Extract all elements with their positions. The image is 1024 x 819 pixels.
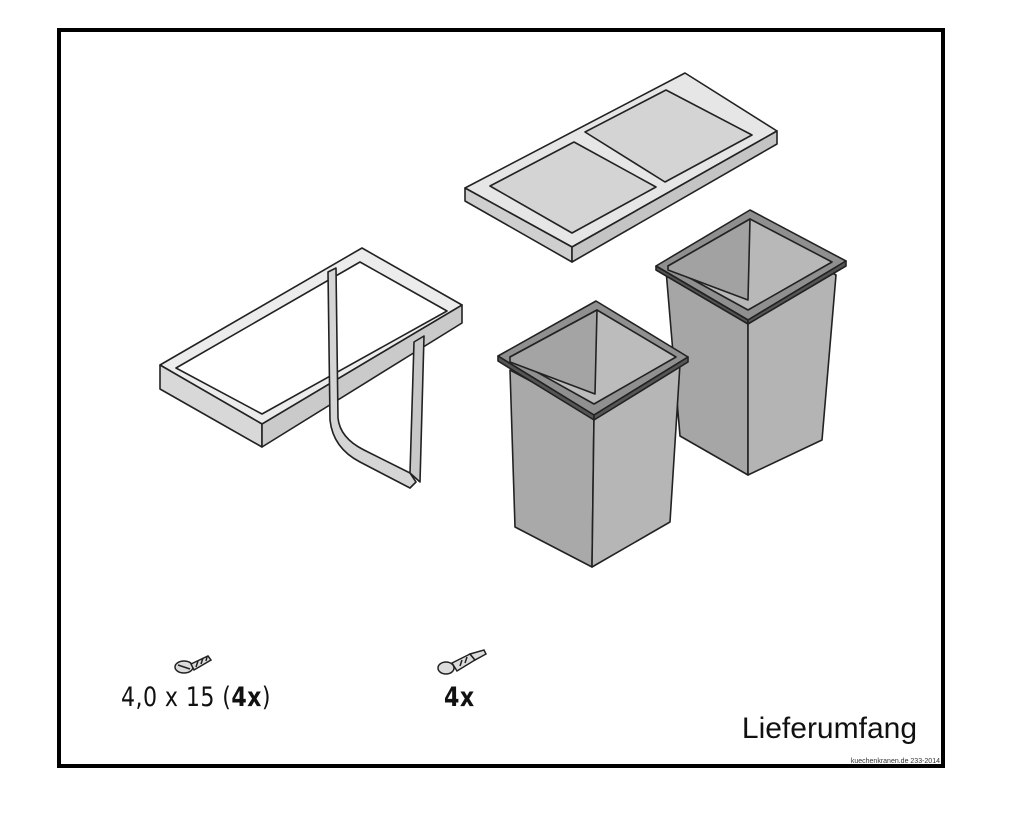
waste-bin-front xyxy=(497,300,689,568)
lid-cover xyxy=(464,72,778,263)
dowel-icon xyxy=(437,649,487,675)
screw-icon xyxy=(174,655,213,674)
page-title: Lieferumfang xyxy=(741,712,917,745)
pullout-frame xyxy=(159,247,463,489)
footnote: kuechenkranen.de 233-2014 xyxy=(850,758,940,765)
dowel-quantity-label: 4x xyxy=(444,682,475,713)
waste-bin-back xyxy=(655,209,847,476)
screw-quantity-label: 4,0 x 15 (4x) xyxy=(121,682,271,713)
